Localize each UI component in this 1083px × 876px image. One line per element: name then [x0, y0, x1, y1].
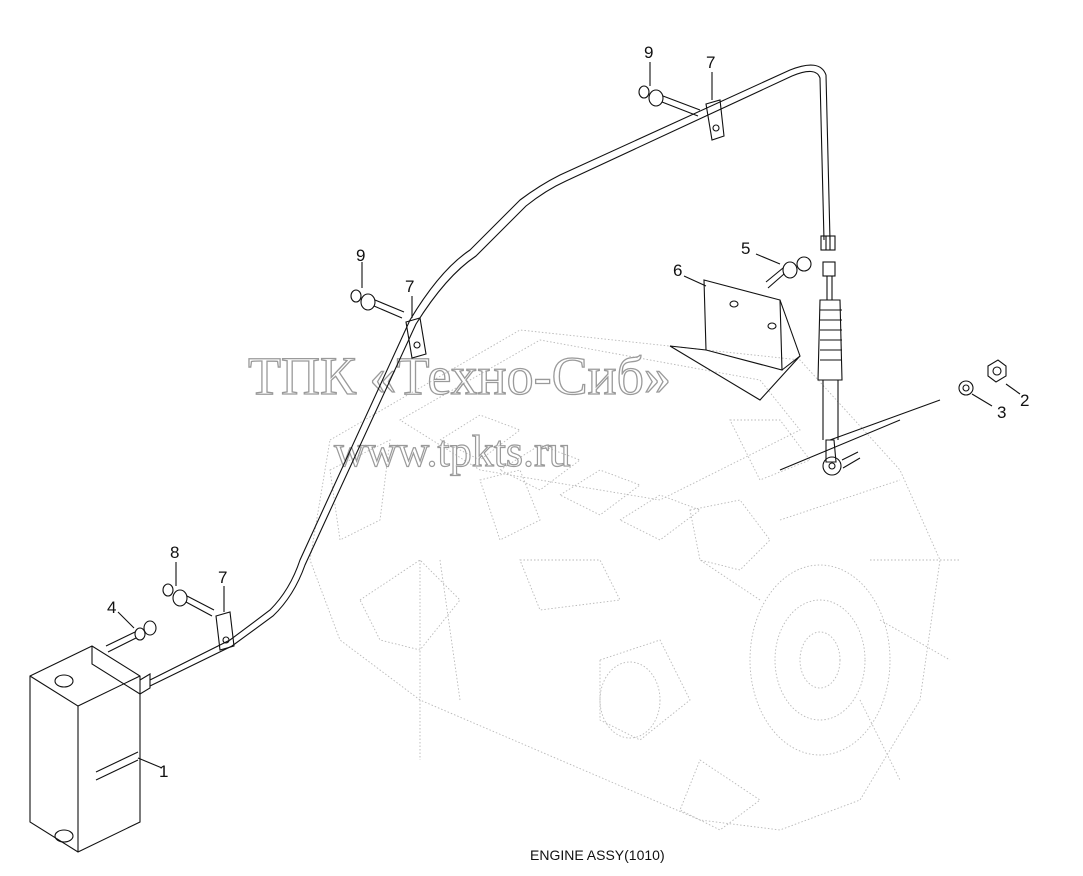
part-1-control-housing [29, 645, 151, 853]
watermark-company: ТПК «Техно-Сиб» [248, 346, 671, 406]
bolt-5 [765, 256, 812, 289]
callout-8: 8 [170, 543, 179, 562]
clamp-7-bottom [215, 611, 235, 651]
diagram-caption: ENGINE ASSY(1010) [530, 847, 665, 863]
callout-4: 4 [107, 598, 116, 617]
callout-1: 1 [159, 762, 168, 781]
watermark-website: www.tpkts.ru [334, 427, 571, 476]
watermark: ТПК «Техно-Сиб» www.tpkts.ru [247, 345, 671, 476]
callout-9-top: 9 [644, 43, 653, 62]
callouts: 1 2 3 4 5 6 7 7 7 8 9 9 [107, 43, 1029, 781]
callout-5: 5 [741, 239, 750, 258]
callout-7-top: 7 [706, 53, 715, 72]
part-2-nut [987, 359, 1007, 383]
bolt-9-top [638, 85, 701, 117]
clamp-7-middle [405, 317, 427, 359]
part-3-washer [958, 380, 974, 396]
bolt-9-middle [350, 289, 405, 319]
engine-assembly-ghost [309, 329, 960, 831]
callout-3: 3 [997, 403, 1006, 422]
bolt-8 [162, 583, 215, 617]
callout-7-middle: 7 [405, 277, 414, 296]
part-6-bracket-plate [669, 279, 801, 401]
clamp-7-top [705, 99, 725, 141]
callout-2: 2 [1020, 391, 1029, 410]
callout-7-bottom: 7 [218, 568, 227, 587]
callout-9-middle: 9 [356, 246, 365, 265]
leader-lines [117, 62, 1021, 769]
callout-6: 6 [673, 261, 682, 280]
control-cable [149, 64, 861, 687]
bolt-4 [105, 620, 157, 653]
